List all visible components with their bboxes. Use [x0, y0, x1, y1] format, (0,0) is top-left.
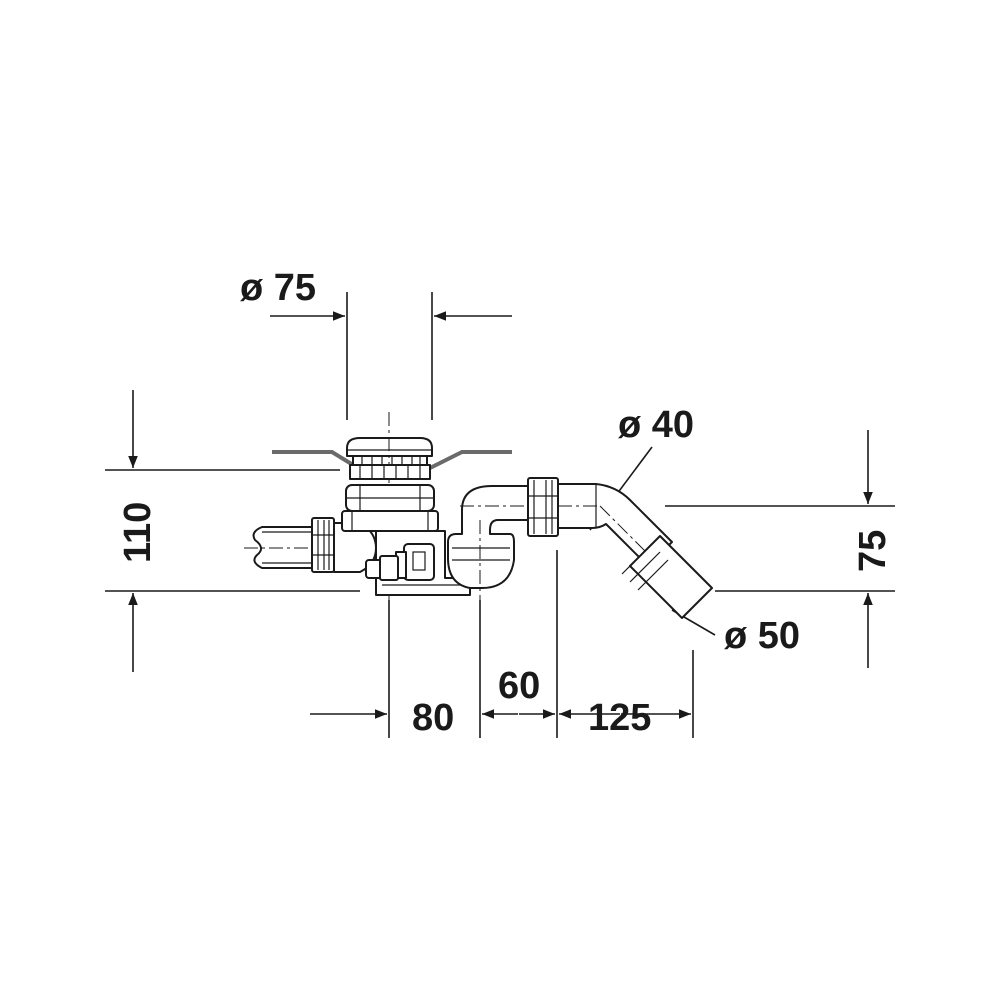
waste-plug — [346, 412, 433, 600]
dimension-outlet-diameter-lower: ø 50 — [671, 609, 800, 657]
drain-assembly — [244, 412, 713, 619]
dimension-bottom-chain: 80 60 125 — [310, 550, 694, 739]
dimension-outlet-height: 75 — [665, 430, 895, 668]
outlet-nut — [527, 477, 559, 537]
outlet-adapter — [621, 535, 713, 619]
trap-body — [447, 485, 560, 600]
overflow-inlet-pipe — [244, 526, 372, 569]
total-height-label: 110 — [117, 502, 159, 563]
dimension-outlet-diameter-upper: ø 40 — [589, 404, 694, 531]
outlet-diameter-upper-label: ø 40 — [618, 404, 694, 446]
outlet-diameter-lower-label: ø 50 — [724, 615, 800, 657]
dim-125-label: 125 — [588, 697, 651, 739]
dim-80-label: 80 — [412, 697, 454, 739]
outlet-height-label: 75 — [852, 530, 894, 572]
overflow-diameter-label: ø 75 — [240, 267, 316, 309]
dim-60-label: 60 — [498, 665, 540, 707]
dimension-total-height: 110 — [105, 390, 360, 672]
valve-clip — [365, 543, 435, 581]
dimension-overflow-diameter: ø 75 — [240, 267, 512, 420]
